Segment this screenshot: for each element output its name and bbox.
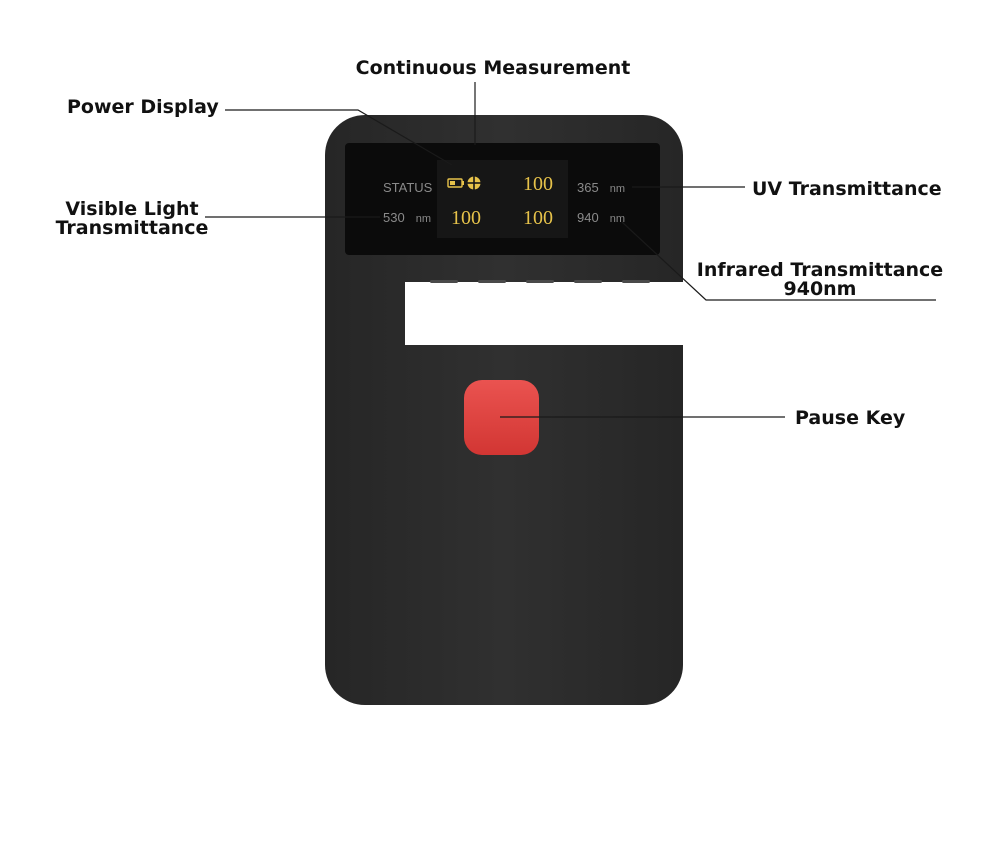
infrared-wavelength-label: 940 nm — [577, 207, 625, 226]
sensor-emitters — [430, 280, 650, 283]
uv-wavelength-label: 365 nm — [577, 177, 625, 196]
visible-unit: nm — [416, 213, 431, 225]
infrared-wavelength: 940 — [577, 210, 599, 225]
uv-wavelength: 365 — [577, 180, 599, 195]
callout-infrared-line1: Infrared Transmittance — [697, 259, 943, 281]
callout-visible-light-line1: Visible Light — [65, 198, 198, 220]
leader-infrared-transmittance — [621, 221, 936, 301]
leader-power-display — [225, 109, 453, 166]
sensor-slot — [405, 282, 685, 345]
callout-power-display: Power Display — [67, 96, 219, 118]
visible-wavelength: 530 — [383, 210, 405, 225]
callout-visible-light-line2: Transmittance — [56, 217, 209, 239]
battery-icon — [447, 178, 464, 188]
lcd-panel — [437, 160, 568, 238]
infrared-unit: nm — [610, 213, 625, 225]
callout-pause-key: Pause Key — [795, 407, 906, 429]
uv-value: 100 — [523, 173, 553, 195]
crosshair-circle-icon — [467, 176, 481, 190]
callout-infrared-line2: 940nm — [784, 278, 857, 300]
uv-unit: nm — [610, 183, 625, 195]
callout-continuous-measurement: Continuous Measurement — [356, 57, 631, 79]
visible-value: 100 — [451, 207, 481, 229]
status-label: STATUS — [383, 180, 433, 195]
callout-uv-transmittance: UV Transmittance — [752, 178, 942, 200]
infrared-value: 100 — [523, 207, 553, 229]
visible-wavelength-label: 530 nm — [383, 207, 431, 226]
